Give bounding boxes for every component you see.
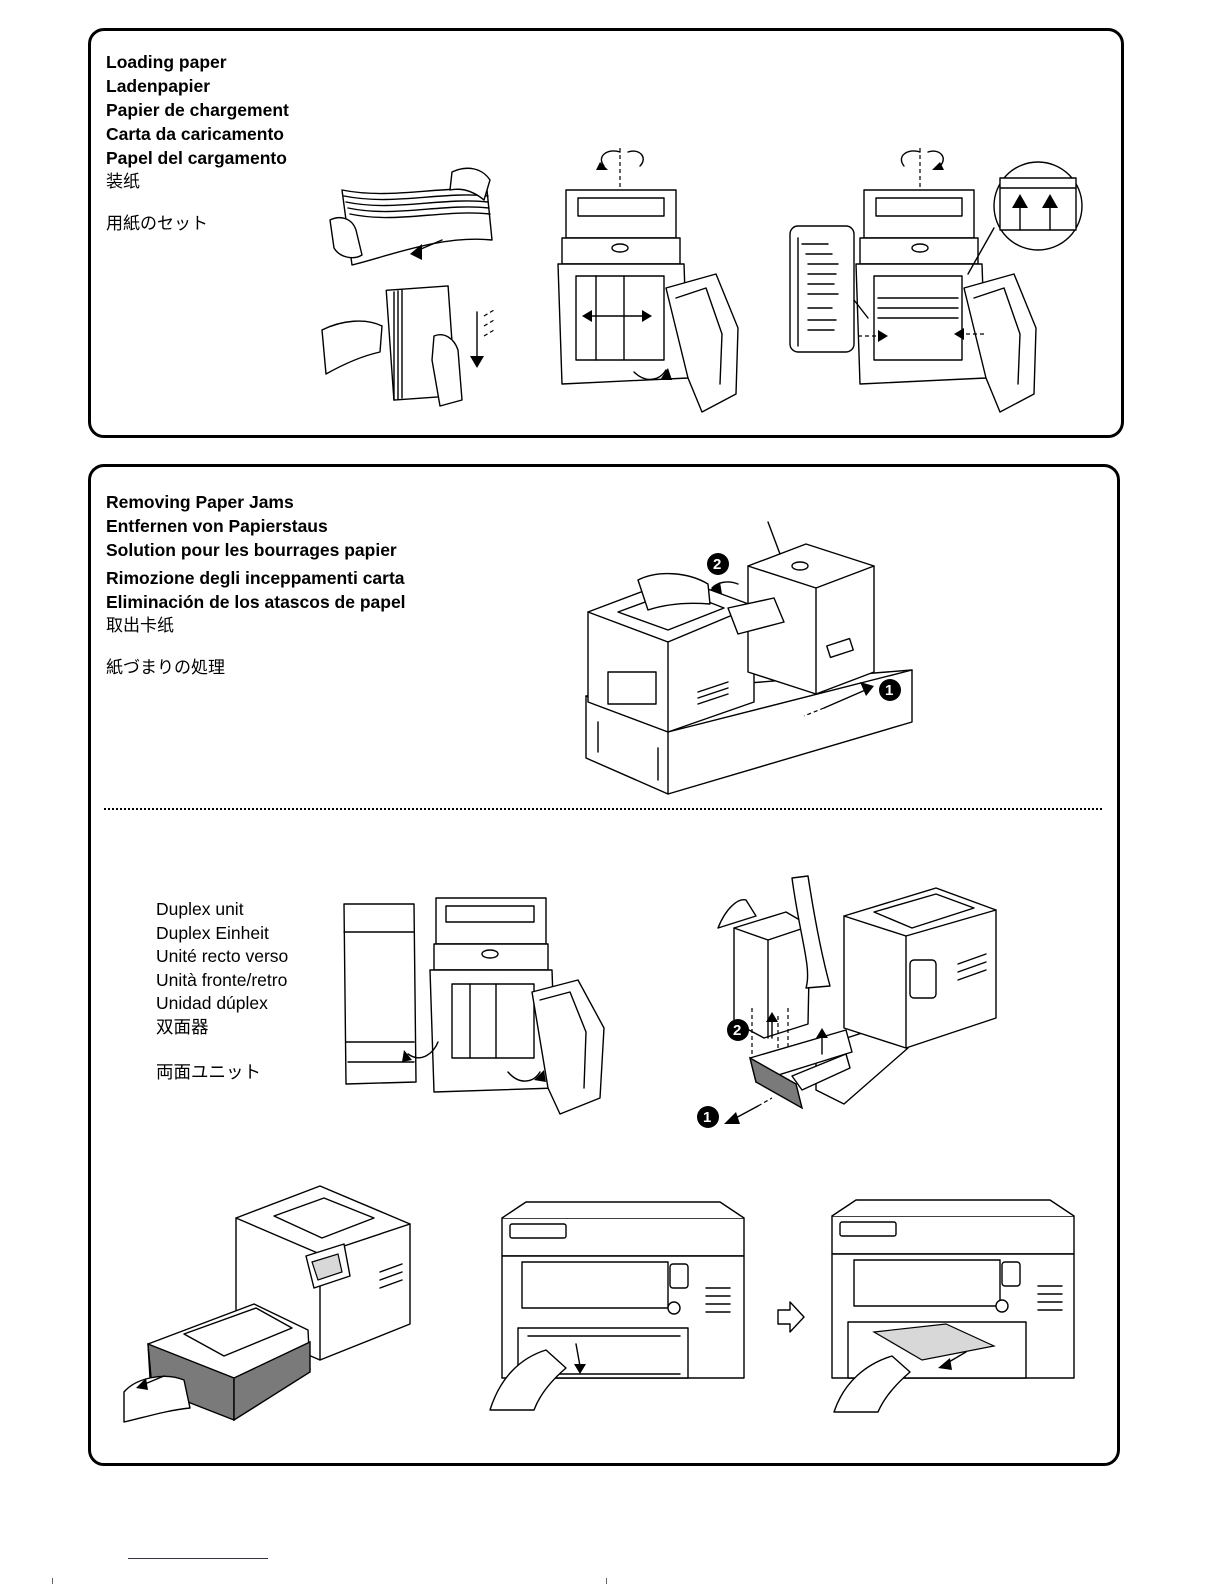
step-1-marker: 1	[703, 1109, 711, 1126]
section-divider	[104, 808, 1102, 810]
duplex-label-it: Unità fronte/retro	[156, 969, 288, 990]
fan-paper-illustration	[322, 160, 502, 410]
printer-feeder-jam-illustration: 2 1	[578, 522, 912, 798]
duplex-label-es: Unidad dúplex	[156, 993, 268, 1013]
heading-en: Removing Paper Jams	[106, 492, 294, 512]
cassette-pull-out-illustration	[124, 1182, 414, 1422]
crop-mark	[52, 1578, 53, 1584]
heading-ja: 紙づまりの処理	[106, 658, 225, 677]
heading-de: Ladenpapier	[106, 76, 211, 96]
heading-zh: 装纸	[106, 172, 140, 191]
printer-paper-orientation-illustration	[788, 148, 1086, 413]
step-2-marker: 2	[733, 1022, 741, 1039]
loading-paper-headings: Loading paper Ladenpapier Papier de char…	[106, 50, 289, 236]
heading-it: Carta da caricamento	[106, 124, 284, 144]
paper-jams-headings: Removing Paper Jams Entfernen von Papier…	[106, 490, 406, 680]
loading-paper-panel	[88, 28, 1124, 438]
crop-mark	[606, 1578, 607, 1584]
heading-es: Papel del cargamento	[106, 148, 287, 168]
footer-rule	[128, 1558, 268, 1559]
heading-it: Rimozione degli inceppamenti carta	[106, 568, 405, 588]
heading-fr: Solution pour les bourrages papier	[106, 540, 397, 560]
duplex-label-zh: 双面器	[156, 1016, 209, 1037]
heading-es: Eliminación de los atascos de papel	[106, 592, 406, 612]
step-2-marker: 2	[713, 556, 721, 573]
heading-de: Entfernen von Papierstaus	[106, 516, 328, 536]
printer-cassette-guides-illustration	[556, 148, 742, 413]
printer-remove-jammed-paper-illustration	[826, 1196, 1076, 1412]
duplex-label-en: Duplex unit	[156, 899, 244, 919]
duplex-label-ja: 両面ユニット	[156, 1062, 261, 1082]
duplex-label-de: Duplex Einheit	[156, 922, 269, 943]
duplex-unit-labels: Duplex unit Duplex Einheit Unité recto v…	[156, 898, 288, 1085]
next-step-arrow-icon	[776, 1300, 806, 1334]
heading-zh: 取出卡纸	[106, 616, 174, 635]
step-1-marker: 1	[885, 682, 893, 699]
heading-en: Loading paper	[106, 52, 227, 72]
duplex-unit-lift-illustration: 2 1	[697, 868, 1000, 1128]
paper-jams-panel	[88, 464, 1120, 1466]
heading-fr: Papier de chargement	[106, 100, 289, 120]
printer-inner-cover-illustration	[490, 1198, 748, 1410]
duplex-unit-removal-illustration	[342, 892, 608, 1118]
heading-ja: 用紙のセット	[106, 214, 208, 233]
duplex-label-fr: Unité recto verso	[156, 946, 289, 966]
